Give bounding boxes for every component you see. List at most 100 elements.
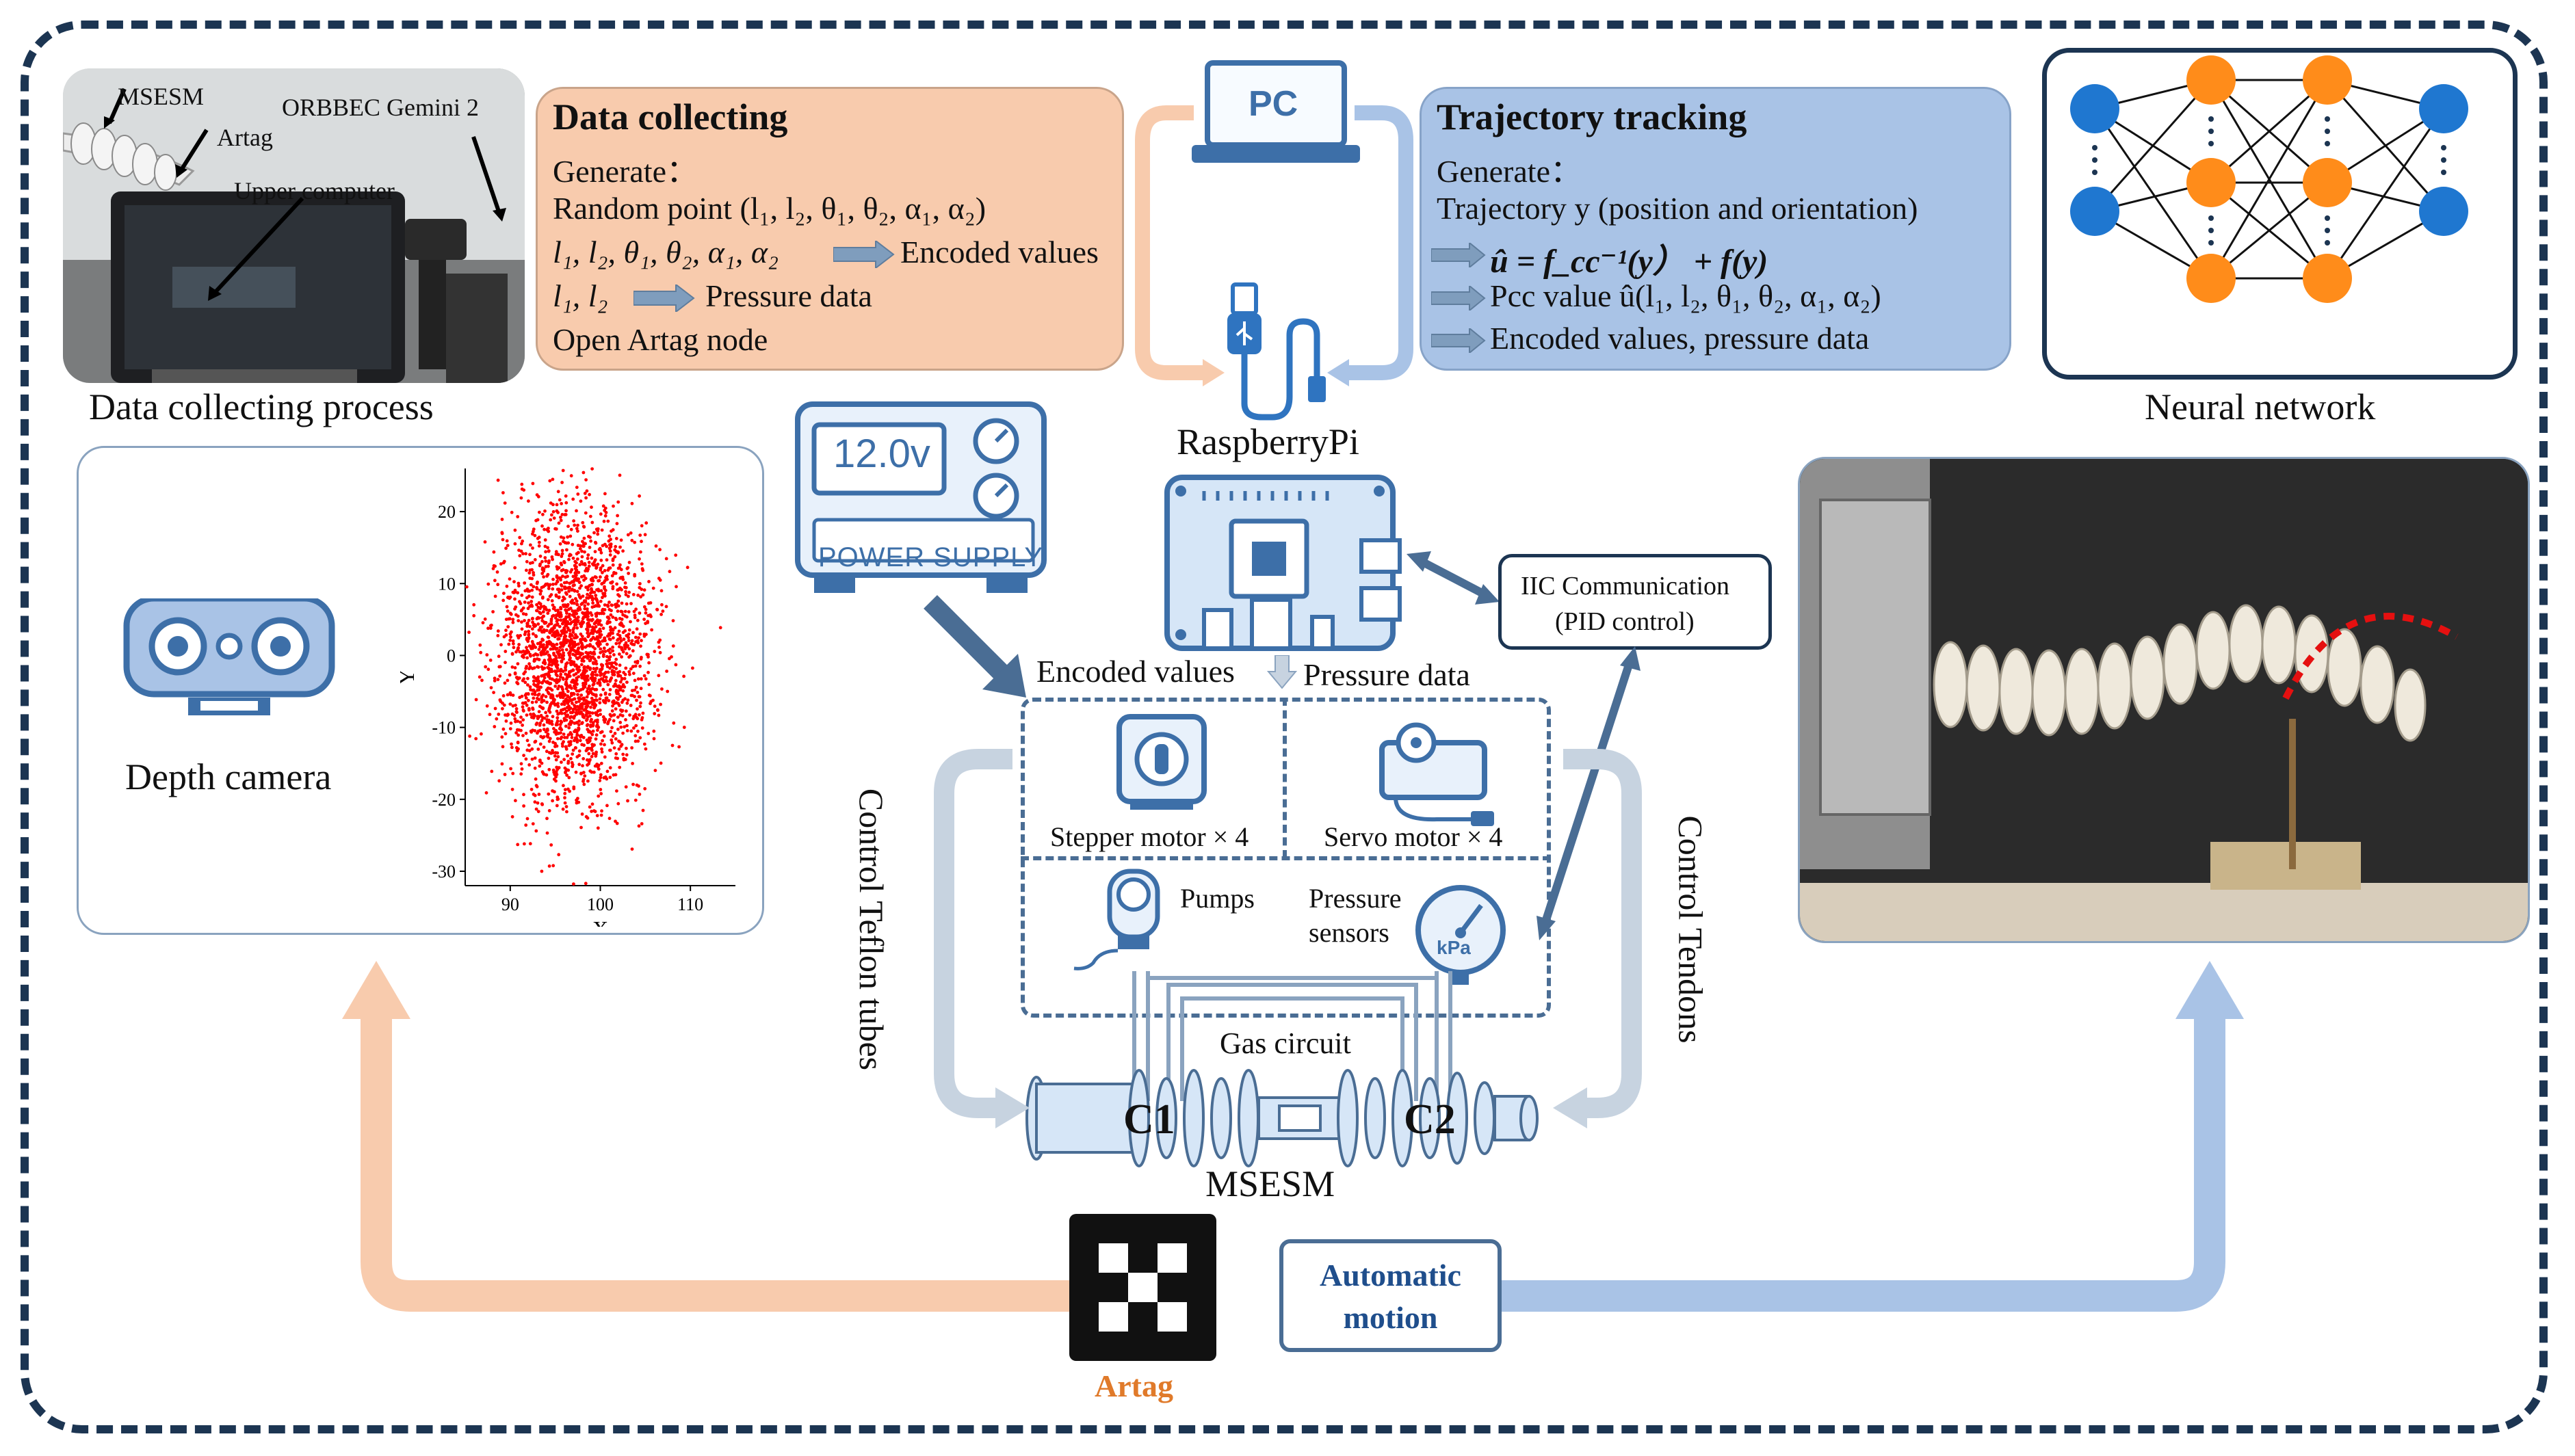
scatter-point: [523, 581, 527, 585]
scatter-point: [518, 535, 522, 540]
scatter-point: [610, 662, 614, 665]
scatter-point: [563, 641, 567, 645]
scatter-point: [562, 536, 566, 540]
scatter-point: [526, 683, 530, 687]
scatter-point: [554, 661, 558, 665]
scatter-point: [578, 547, 582, 551]
scatter-point: [555, 553, 560, 556]
scatter-point: [520, 620, 523, 624]
scatter-point: [677, 745, 681, 749]
scatter-point: [621, 731, 625, 735]
scatter-point: [593, 647, 597, 650]
raspberry-pi-icon: [1164, 475, 1402, 651]
scatter-point: [537, 793, 541, 796]
robot-c1-label: C1: [1123, 1096, 1175, 1143]
scatter-point: [586, 618, 590, 622]
scatter-point: [616, 802, 620, 806]
scatter-point: [644, 747, 648, 751]
scatter-point: [605, 769, 610, 773]
scatter-point: [560, 552, 564, 556]
scatter-point: [625, 615, 629, 619]
scatter-point: [586, 631, 590, 635]
scatter-point: [521, 718, 525, 722]
scatter-point: [546, 598, 550, 602]
scatter-point: [547, 584, 551, 587]
scatter-point: [554, 702, 558, 706]
scatter-point: [636, 641, 640, 645]
scatter-point: [625, 729, 629, 732]
scatter-point: [530, 583, 533, 587]
scatter-point: [607, 607, 612, 611]
scatter-point: [629, 531, 633, 535]
scatter-point: [588, 736, 592, 740]
scatter-point: [571, 583, 575, 587]
scatter-point: [533, 766, 537, 770]
scatter-point: [584, 705, 588, 709]
scatter-point: [639, 644, 642, 648]
scatter-point: [612, 504, 615, 508]
scatter-point: [553, 685, 558, 688]
scatter-point: [586, 654, 590, 659]
scatter-point: [557, 853, 561, 857]
scatter-point: [638, 557, 641, 561]
scatter-point: [625, 753, 629, 757]
nn-ellipsis-dot: [2325, 116, 2330, 122]
scatter-point: [531, 620, 534, 624]
scatter-point: [624, 718, 627, 722]
scatter-point: [577, 700, 581, 703]
scatter-point: [540, 585, 544, 590]
scatter-point: [610, 574, 614, 578]
scatter-point: [534, 518, 538, 522]
scatter-point: [551, 603, 555, 607]
scatter-point: [579, 673, 584, 677]
nn-ellipsis-dot: [2325, 215, 2330, 221]
scatter-point: [580, 647, 584, 650]
scatter-point: [506, 609, 510, 613]
artag-label: Artag: [1095, 1368, 1173, 1403]
scatter-point: [527, 708, 531, 712]
scatter-point: [579, 637, 582, 641]
scatter-point: [562, 719, 566, 722]
scatter-point: [636, 717, 640, 721]
scatter-point: [556, 687, 560, 691]
scatter-point: [547, 609, 551, 612]
scatter-point: [607, 656, 611, 660]
scatter-y-tick-label: -30: [432, 862, 456, 882]
scatter-point: [621, 577, 625, 581]
scatter-point: [620, 743, 624, 747]
scatter-point: [528, 568, 532, 572]
scatter-point: [501, 706, 504, 711]
scatter-point: [595, 641, 599, 646]
scatter-point: [636, 659, 640, 663]
iic-line1: IIC Communication: [1521, 572, 1730, 600]
scatter-point: [612, 773, 616, 777]
scatter-point: [590, 717, 593, 722]
scatter-point: [599, 558, 603, 562]
data-collecting-title: Data collecting: [553, 96, 788, 137]
scatter-point: [668, 657, 671, 661]
scatter-point: [605, 662, 609, 666]
scatter-point: [653, 712, 657, 715]
scatter-point: [545, 750, 549, 754]
scatter-point: [573, 571, 577, 575]
scatter-point: [540, 650, 544, 654]
scatter-point: [555, 744, 559, 748]
scatter-point: [502, 559, 506, 564]
scatter-point: [601, 570, 604, 574]
scatter-point: [576, 529, 579, 533]
scatter-point: [562, 561, 566, 564]
scatter-point: [552, 643, 556, 647]
scatter-point: [632, 609, 636, 613]
scatter-point: [587, 561, 591, 564]
scatter-point: [614, 752, 618, 756]
neural-network-box: [2042, 48, 2518, 380]
scatter-point: [619, 538, 623, 542]
scatter-point: [555, 646, 559, 650]
scatter-point: [620, 655, 623, 659]
scatter-point: [599, 788, 603, 791]
scatter-point: [528, 624, 532, 628]
scatter-point: [538, 588, 542, 592]
scatter-point: [599, 773, 603, 777]
scatter-point: [607, 693, 612, 696]
scatter-point: [586, 588, 590, 592]
